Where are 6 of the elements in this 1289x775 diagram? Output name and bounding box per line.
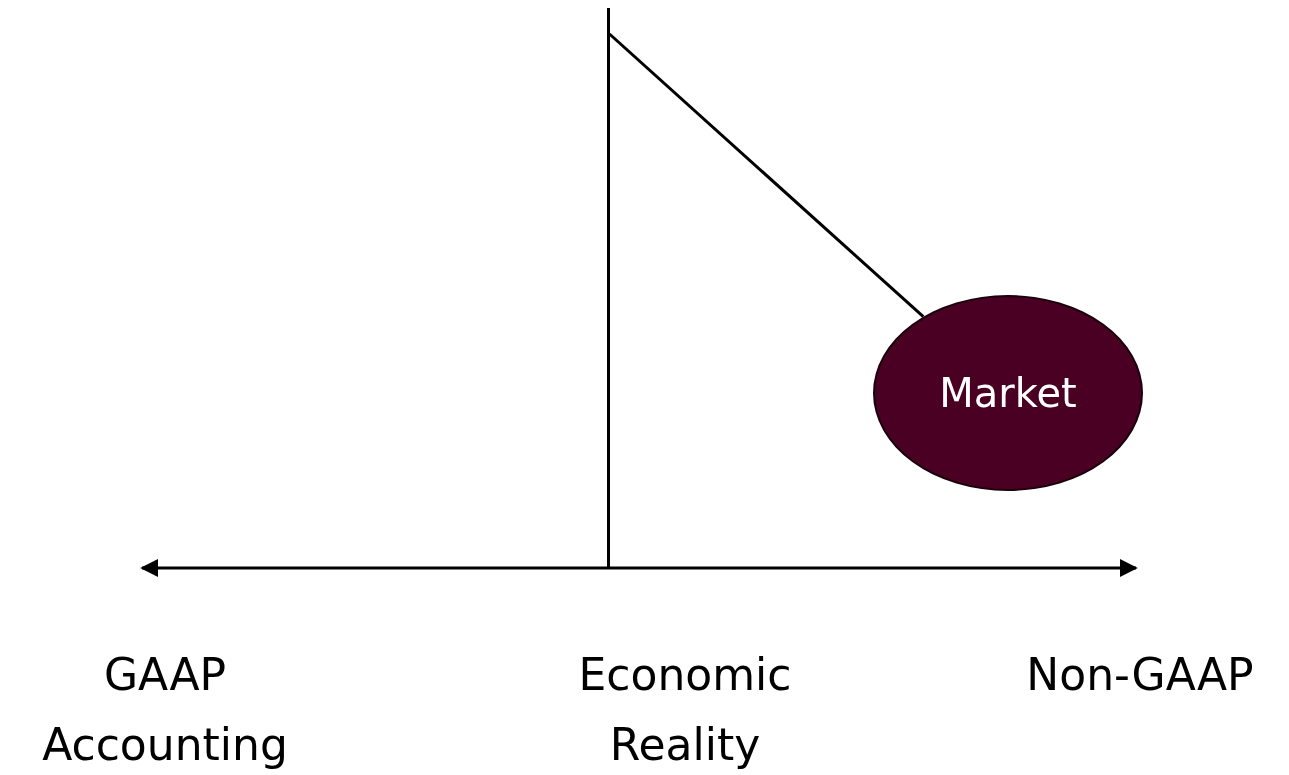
pendulum-post	[606, 8, 610, 569]
axis-label: Economic Reality	[577, 648, 793, 772]
pendulum-line	[608, 32, 925, 318]
node-label: Market	[939, 370, 1077, 416]
axis-label: GAAP Accounting	[41, 648, 289, 772]
axis-label: Non-GAAP	[1025, 648, 1255, 702]
